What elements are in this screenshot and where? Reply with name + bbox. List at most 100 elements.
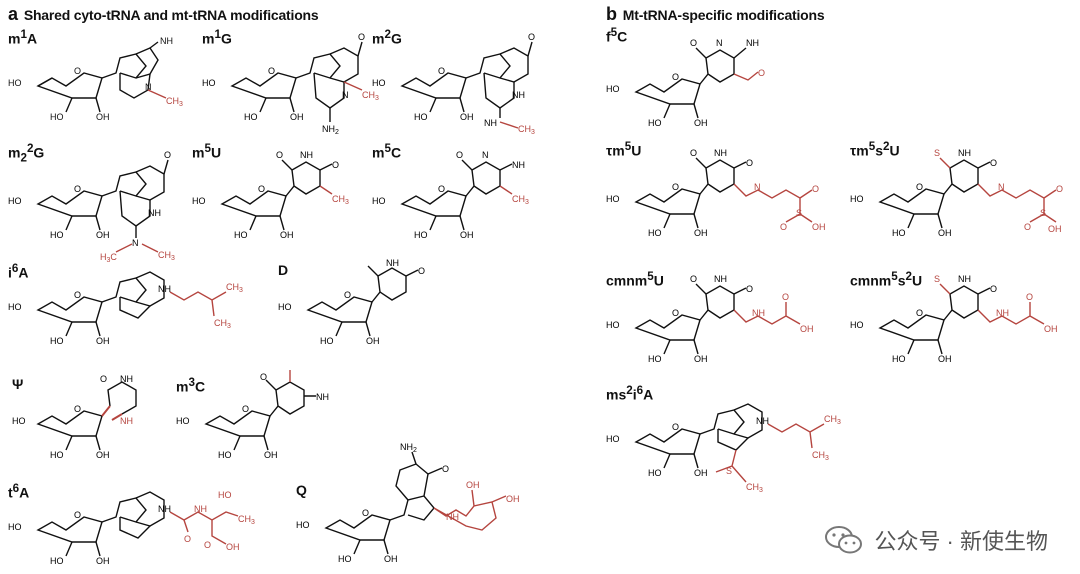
- svg-text:NH: NH: [446, 512, 459, 522]
- svg-text:O: O: [1024, 222, 1031, 232]
- svg-text:S: S: [934, 274, 940, 284]
- svg-text:NH: NH: [714, 148, 727, 158]
- svg-text:O: O: [74, 184, 81, 194]
- svg-text:OH: OH: [460, 112, 474, 122]
- molecule-label: cmnm5s2U: [850, 270, 923, 289]
- svg-text:NH: NH: [158, 284, 171, 294]
- svg-text:O: O: [690, 38, 697, 48]
- svg-text:NH: NH: [386, 258, 399, 268]
- svg-text:OH: OH: [96, 556, 110, 566]
- svg-text:O: O: [358, 32, 365, 42]
- svg-text:CH3: CH3: [332, 194, 349, 206]
- svg-text:OH: OH: [694, 354, 708, 364]
- svg-text:HO: HO: [8, 522, 22, 532]
- svg-text:NH: NH: [120, 416, 133, 426]
- svg-text:O: O: [268, 66, 275, 76]
- svg-text:O: O: [746, 284, 753, 294]
- svg-text:O: O: [242, 404, 249, 414]
- svg-text:N: N: [754, 182, 761, 192]
- svg-text:HO: HO: [414, 230, 428, 240]
- svg-text:O: O: [74, 510, 81, 520]
- structure-m2G: HO HO OH O O NH NH CH3: [372, 32, 535, 136]
- svg-text:O: O: [260, 372, 267, 382]
- molecule-label: cmnm5U: [606, 270, 664, 289]
- svg-text:O: O: [990, 158, 997, 168]
- molecule-label: m3C: [176, 376, 206, 395]
- svg-text:HO: HO: [192, 196, 206, 206]
- svg-text:O: O: [438, 184, 445, 194]
- svg-text:HO: HO: [8, 78, 22, 88]
- svg-text:O: O: [916, 182, 923, 192]
- structure-Q: HO HO OH O NH2 O NH OH OH: [296, 442, 520, 564]
- svg-text:OH: OH: [290, 112, 304, 122]
- structure-t6A: HO HO OH O NH O NH HO CH3 OH O: [8, 490, 255, 566]
- molecule-label: τm5s2U: [850, 140, 900, 159]
- svg-text:S: S: [934, 148, 940, 158]
- svg-text:O: O: [690, 148, 697, 158]
- svg-text:O: O: [990, 284, 997, 294]
- svg-text:HO: HO: [606, 194, 620, 204]
- svg-text:HO: HO: [414, 112, 428, 122]
- svg-text:OH: OH: [460, 230, 474, 240]
- molecule-label: f5C: [606, 26, 628, 45]
- svg-text:OH: OH: [506, 494, 520, 504]
- svg-text:O: O: [672, 422, 679, 432]
- svg-text:NH: NH: [752, 308, 765, 318]
- molecule-label: m22G: [8, 142, 45, 165]
- svg-text:CH3: CH3: [512, 194, 529, 206]
- svg-text:NH: NH: [958, 274, 971, 284]
- svg-text:H3C: H3C: [100, 252, 117, 264]
- svg-text:N: N: [342, 90, 349, 100]
- molecule-label: D: [278, 262, 289, 278]
- svg-text:OH: OH: [812, 222, 826, 232]
- svg-text:O: O: [204, 540, 211, 550]
- svg-text:N: N: [132, 238, 139, 248]
- svg-text:O: O: [344, 290, 351, 300]
- svg-text:OH: OH: [96, 450, 110, 460]
- svg-text:OH: OH: [694, 118, 708, 128]
- svg-text:O: O: [100, 374, 107, 384]
- svg-text:S: S: [796, 208, 802, 218]
- watermark: 公众号 · 新使生物: [824, 524, 1048, 556]
- structure-tm5U: HO HO OH O O NH O N S O O OH: [606, 148, 826, 238]
- svg-text:OH: OH: [280, 230, 294, 240]
- svg-text:OH: OH: [226, 542, 240, 552]
- svg-text:NH: NH: [756, 416, 769, 426]
- svg-text:NH2: NH2: [322, 124, 339, 136]
- svg-text:CH3: CH3: [362, 90, 379, 102]
- svg-text:OH: OH: [1044, 324, 1058, 334]
- svg-text:O: O: [362, 508, 369, 518]
- svg-text:O: O: [672, 72, 679, 82]
- structure-tm5s2U: HO HO OH O S NH O N S O O OH: [850, 148, 1063, 238]
- svg-text:CH3: CH3: [226, 282, 243, 294]
- svg-text:O: O: [672, 308, 679, 318]
- svg-text:CH3: CH3: [746, 482, 763, 494]
- panel-b-letter: b: [606, 4, 617, 24]
- svg-text:O: O: [528, 32, 535, 42]
- svg-text:O: O: [74, 66, 81, 76]
- svg-text:OH: OH: [384, 554, 398, 564]
- svg-text:NH2: NH2: [400, 442, 417, 454]
- svg-text:OH: OH: [264, 450, 278, 460]
- molecule-label: m1A: [8, 28, 38, 47]
- svg-text:OH: OH: [96, 336, 110, 346]
- molecule-label: m5U: [192, 142, 222, 161]
- panel-a-letter: a: [8, 4, 18, 24]
- svg-text:O: O: [1056, 184, 1063, 194]
- svg-text:HO: HO: [278, 302, 292, 312]
- svg-text:OH: OH: [96, 230, 110, 240]
- svg-text:HO: HO: [338, 554, 352, 564]
- molecule-label: ms2i6A: [606, 384, 654, 403]
- svg-text:HO: HO: [296, 520, 310, 530]
- svg-text:O: O: [456, 150, 463, 160]
- svg-text:NH: NH: [120, 374, 133, 384]
- svg-text:HO: HO: [244, 112, 258, 122]
- svg-text:OH: OH: [938, 228, 952, 238]
- svg-text:O: O: [332, 160, 339, 170]
- molecule-label: Ψ: [12, 376, 24, 392]
- svg-text:O: O: [164, 150, 171, 160]
- svg-text:HO: HO: [218, 450, 232, 460]
- svg-text:S: S: [1040, 208, 1046, 218]
